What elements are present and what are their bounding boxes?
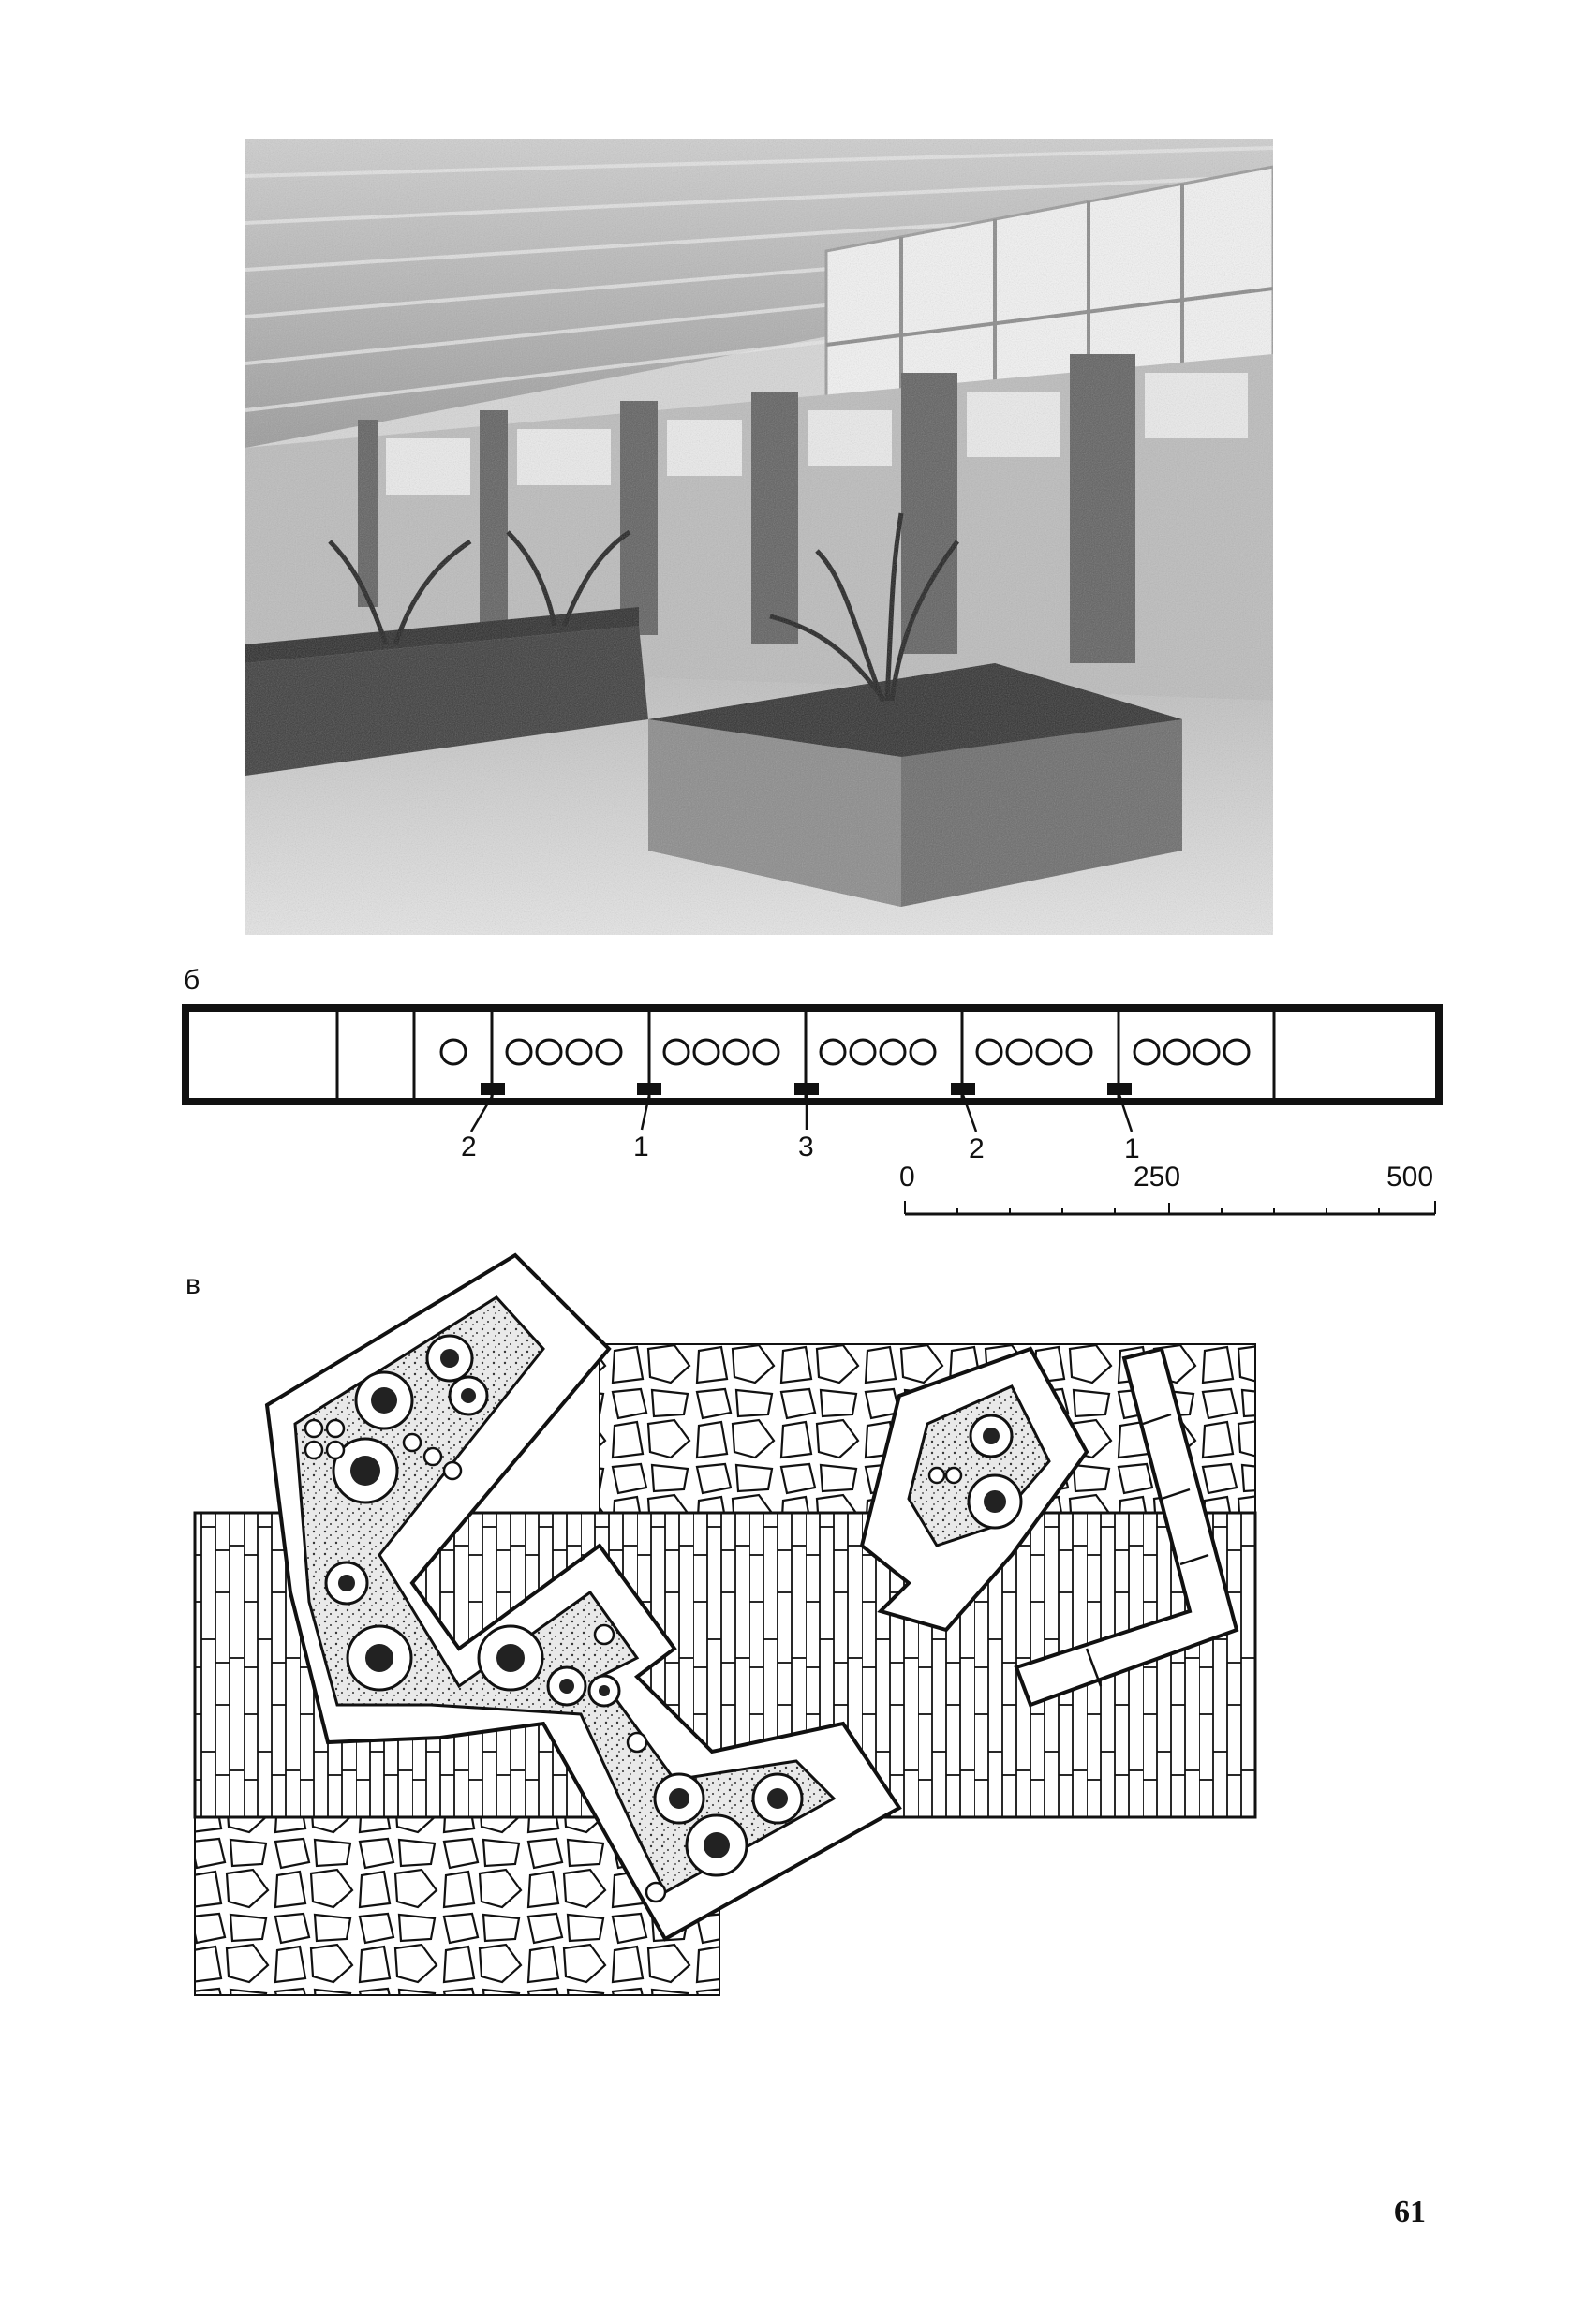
plan-markers [481, 1083, 1132, 1095]
plan-circles [439, 1038, 1251, 1066]
scale-bar: 0 250 500 [899, 1162, 1443, 1227]
marker-label: 1 [633, 1132, 649, 1162]
marker-label: 3 [798, 1132, 814, 1162]
paving-plan-v [187, 1236, 1312, 2098]
paving-plan-graphic [193, 1252, 1257, 1996]
scale-tick-500: 500 [1386, 1162, 1434, 1192]
bench-l [1014, 1346, 1239, 1708]
plan-strip-graphic [182, 1004, 1443, 1132]
planter-right [859, 1346, 1089, 1633]
floor-plan-b [178, 1000, 1452, 1188]
interior-photo [245, 139, 1273, 935]
planter-main [264, 1252, 902, 1942]
scale-tick-0: 0 [899, 1162, 915, 1192]
marker-label: 2 [969, 1133, 985, 1164]
panel-b-label: б [184, 965, 200, 996]
panel-v-label: в [185, 1269, 200, 1300]
scale-tick-250: 250 [1134, 1162, 1181, 1192]
photo-graphic [245, 139, 1273, 935]
marker-label: 1 [1124, 1133, 1140, 1164]
scale-line [904, 1201, 1436, 1216]
marker-label: 2 [461, 1132, 477, 1162]
page-number: 61 [1394, 2195, 1426, 2229]
